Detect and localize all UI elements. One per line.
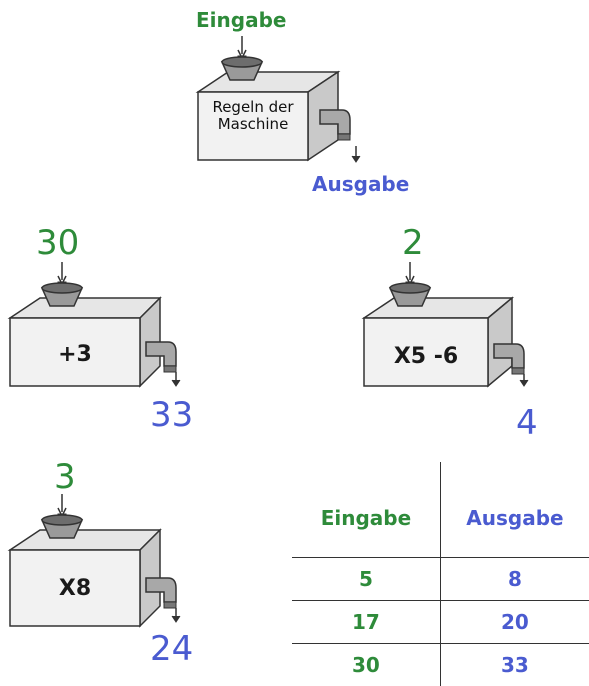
machine-2-rule: X5 -6 (364, 344, 488, 369)
table-cell-input: 5 (292, 558, 440, 601)
table-cell-output: 33 (440, 644, 589, 686)
machine-3 (0, 494, 200, 634)
machine-1-output: 33 (150, 398, 193, 432)
table-row: 30 33 (292, 644, 589, 686)
header-output-label: Ausgabe (312, 172, 409, 196)
table-header-row: Eingabe Ausgabe (292, 470, 589, 558)
machine-2 (360, 262, 560, 392)
header-rules-text: Regeln der Maschine (198, 99, 308, 133)
table-row: 5 8 (292, 558, 589, 601)
machine-1-input: 30 (36, 226, 79, 260)
table-cell-output: 8 (440, 558, 589, 601)
machine-3-rule: X8 (10, 576, 140, 601)
rules-line-2: Maschine (198, 116, 308, 133)
table-header-output: Ausgabe (440, 470, 589, 558)
table-cell-input: 30 (292, 644, 440, 686)
machine-2-output: 4 (516, 406, 538, 440)
rules-line-1: Regeln der (198, 99, 308, 116)
header-input-label: Eingabe (196, 8, 286, 32)
machine-2-input: 2 (402, 226, 424, 260)
table-cell-output: 20 (440, 601, 589, 644)
io-table: Eingabe Ausgabe 5 8 17 20 30 33 (292, 470, 589, 686)
machine-3-input: 3 (54, 460, 76, 494)
table-header-input: Eingabe (292, 470, 440, 558)
machine-1 (0, 262, 200, 392)
machine-1-rule: +3 (10, 342, 140, 367)
machine-3-output: 24 (150, 632, 193, 666)
table-cell-input: 17 (292, 601, 440, 644)
table-row: 17 20 (292, 601, 589, 644)
